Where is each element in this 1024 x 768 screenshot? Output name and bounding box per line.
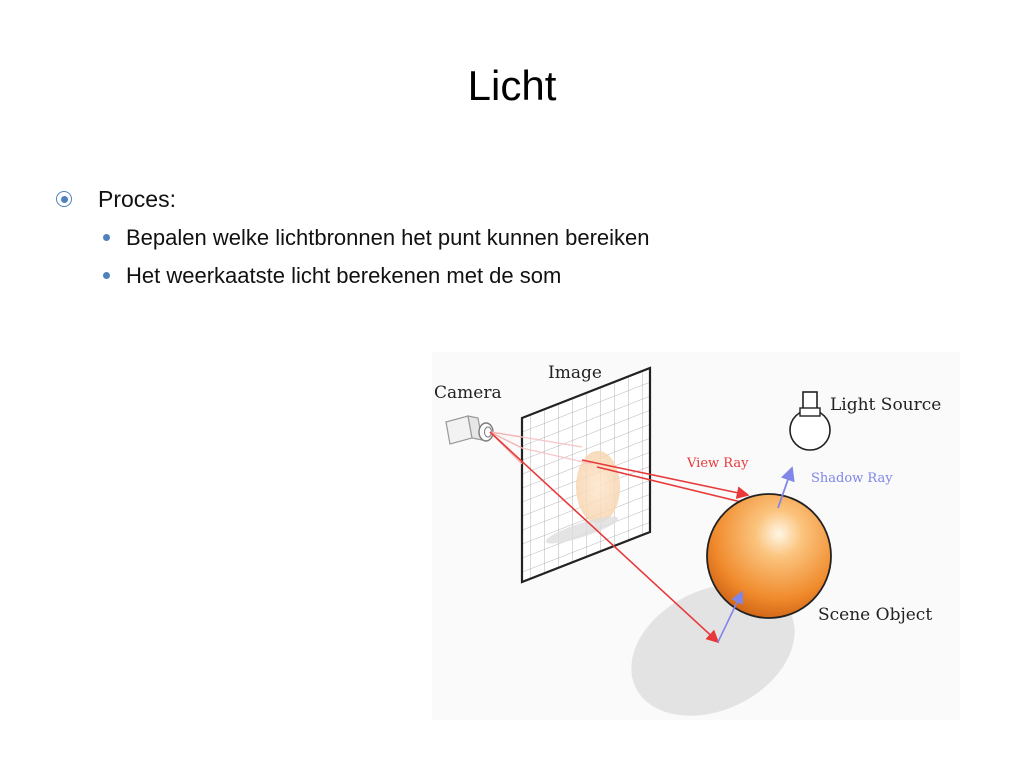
shadow-ray [777, 466, 795, 509]
projected-shadow [545, 516, 619, 544]
image-plane [520, 366, 652, 584]
bullet-level2-text: Het weerkaatste licht berekenen met de s… [126, 263, 562, 288]
label-light-source: Light Source [830, 395, 941, 415]
light-bulb-icon [789, 391, 831, 451]
slide-title: Licht [467, 62, 557, 109]
label-image: Image [548, 363, 602, 383]
bullet-level1-text: Proces: [98, 186, 176, 212]
miss-ray [489, 431, 720, 644]
object-shadow [631, 584, 795, 716]
label-camera: Camera [434, 383, 502, 403]
camera-icon [445, 415, 494, 445]
bullet-level2-item: Bepalen welke lichtbronnen het punt kunn… [103, 222, 696, 254]
ray-tracing-svg: Camera Image Light Source View Ray Shado… [432, 352, 960, 720]
bullet-list: Proces: Bepalen welke lichtbronnen het p… [56, 182, 696, 292]
label-scene-object: Scene Object [818, 605, 932, 625]
scene-object-sphere [706, 493, 832, 619]
dot-bullet-icon [103, 272, 110, 279]
label-view-ray: View Ray [686, 456, 749, 471]
shadow-ray-blocked [717, 590, 743, 643]
bullet-level2-text: Bepalen welke lichtbronnen het punt kunn… [126, 225, 650, 250]
bullet-level1: Proces: [56, 182, 696, 216]
circle-bullet-icon [56, 191, 72, 207]
dot-bullet-icon [103, 234, 110, 241]
label-shadow-ray: Shadow Ray [811, 471, 893, 486]
projected-object [576, 451, 620, 523]
bullet-level2-item: Het weerkaatste licht berekenen met de s… [103, 260, 696, 292]
view-ray-1 [581, 459, 750, 499]
ray-tracing-diagram: Camera Image Light Source View Ray Shado… [432, 352, 960, 720]
